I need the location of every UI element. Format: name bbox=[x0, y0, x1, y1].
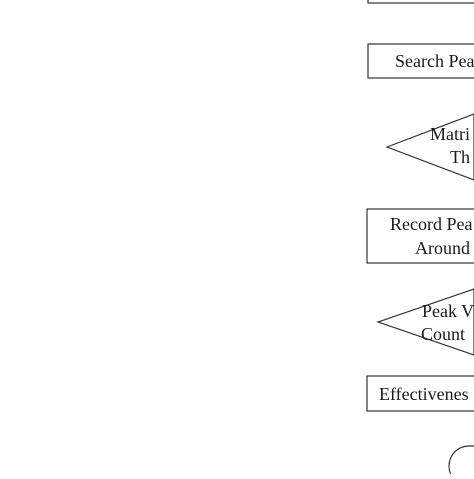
matrix-threshold-label-line2: Th bbox=[450, 147, 470, 167]
peak-count-label-line2: Count bbox=[421, 324, 465, 344]
peak-count-decision: Peak V Count bbox=[376, 288, 474, 356]
top-process-node bbox=[367, 0, 474, 4]
matrix-threshold-label-line1: Matri bbox=[430, 124, 470, 144]
search-peak-label: Search Pea bbox=[395, 51, 474, 71]
peak-count-label-line1: Peak V bbox=[422, 301, 474, 321]
effectiveness-label: Effectivenes bbox=[379, 384, 469, 404]
effectiveness-node: Effectivenes bbox=[366, 375, 474, 412]
matrix-threshold-decision: Matri Th bbox=[385, 113, 474, 181]
record-peak-label-line2: Around bbox=[415, 238, 470, 258]
record-peak-label-line1: Record Pea bbox=[390, 214, 472, 234]
record-peak-node: Record Pea Around bbox=[366, 208, 474, 264]
search-peak-node: Search Pea bbox=[367, 43, 474, 79]
terminator-node bbox=[448, 445, 474, 479]
